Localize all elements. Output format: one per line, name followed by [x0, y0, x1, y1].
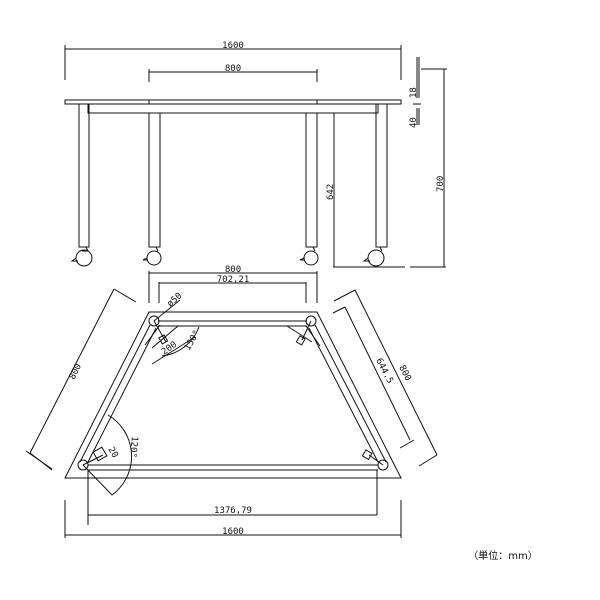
unit-label: （単位：mm） [468, 549, 537, 562]
apron [87, 103, 379, 114]
tabletop-outline [64, 311, 402, 479]
dim-leg-height: 642 [326, 184, 336, 200]
angle-arc-bottom [82, 414, 133, 496]
dim-small: 20 [105, 446, 119, 460]
dim-top-width: 800 [225, 265, 241, 275]
angle-arc-top [161, 326, 200, 357]
side-view: 1600 800 18 40 642 700 [64, 41, 447, 268]
plan-view: 800 702,21 ø50 200 [25, 265, 438, 538]
dim-apron: 40 [409, 117, 419, 128]
dim-top-thickness: 18 [409, 87, 419, 98]
dim-bottom-inner: 1376,79 [214, 506, 252, 516]
dim-top-inner: 702,21 [217, 275, 250, 285]
angle-bottom: 120° [127, 436, 139, 458]
dim-bottom-total: 1600 [222, 527, 244, 537]
leg-circles [77, 315, 389, 471]
dim-left-side: 800 [68, 362, 84, 381]
legs [78, 103, 388, 248]
caster-brackets [82, 320, 384, 466]
dim-total-width: 1600 [222, 41, 244, 51]
casters [70, 246, 385, 267]
frame [79, 320, 387, 525]
dim-inner-width: 800 [225, 64, 241, 74]
dim-total-height: 700 [436, 176, 446, 192]
dim-leg-diameter: ø50 [166, 291, 185, 309]
dim-right-side: 800 [396, 364, 412, 383]
tabletop [64, 99, 402, 105]
angle-top: 150° [183, 329, 203, 353]
